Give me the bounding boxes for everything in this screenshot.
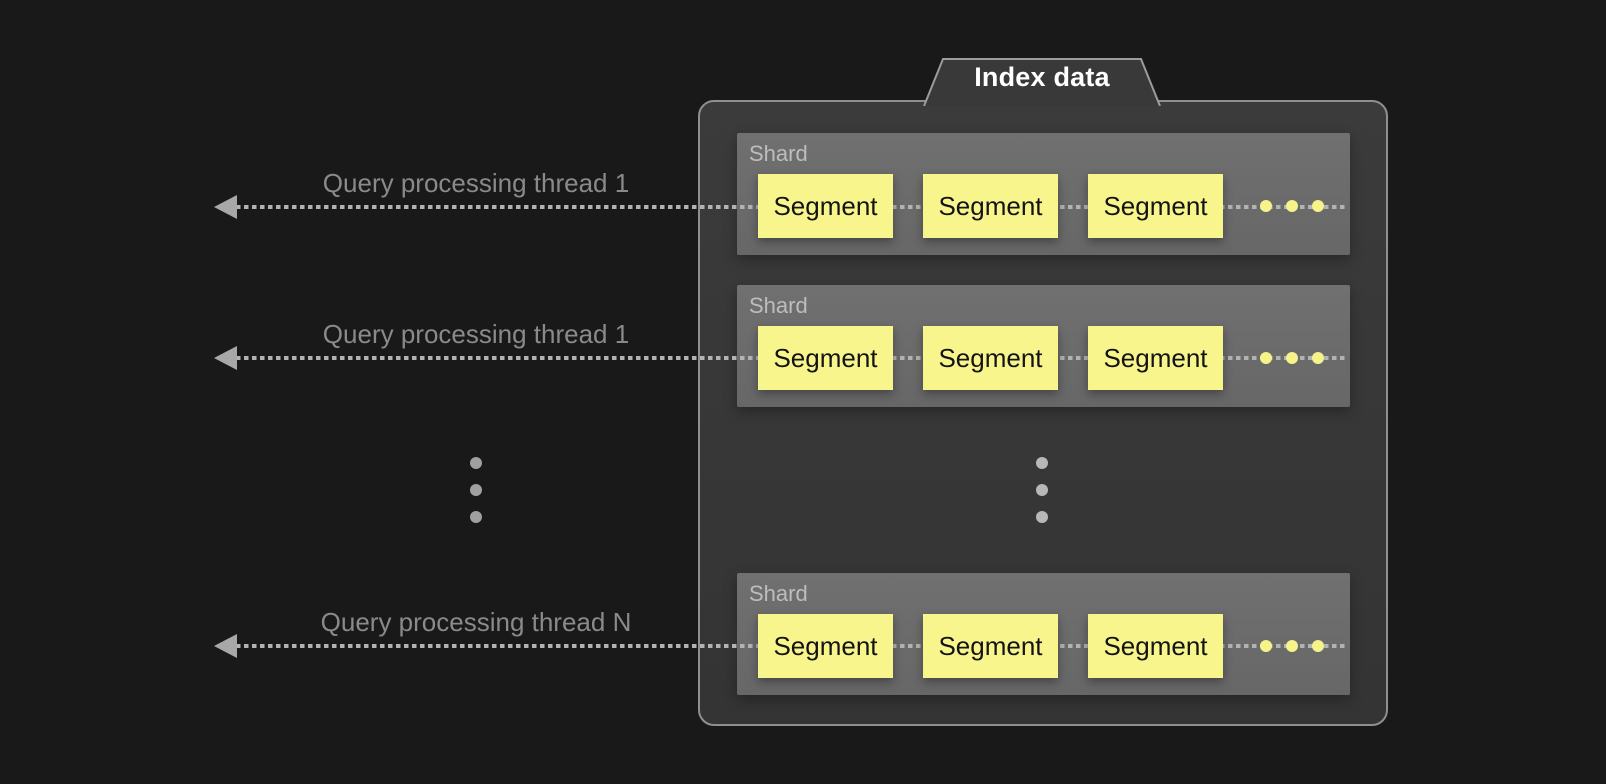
yellow-dot-icon bbox=[1260, 352, 1272, 364]
shard-label: Shard bbox=[749, 293, 808, 318]
segment-box: Segment bbox=[758, 174, 893, 238]
shard-row-1: Shard Segment Segment Segment bbox=[737, 133, 1350, 255]
segment-box: Segment bbox=[1088, 614, 1223, 678]
yellow-dot-icon bbox=[1286, 352, 1298, 364]
yellow-dot-icon bbox=[1286, 200, 1298, 212]
shard-row-3: Shard Segment Segment Segment bbox=[737, 573, 1350, 695]
yellow-dot-icon bbox=[1260, 640, 1272, 652]
yellow-dot-icon bbox=[1260, 200, 1272, 212]
index-data-title: Index data bbox=[974, 62, 1110, 92]
yellow-dot-icon bbox=[1312, 640, 1324, 652]
yellow-dot-icon bbox=[1286, 640, 1298, 652]
segment-box: Segment bbox=[758, 326, 893, 390]
yellow-dot-icon bbox=[1312, 352, 1324, 364]
gray-dot-icon bbox=[1036, 511, 1048, 523]
gray-dot-icon bbox=[1036, 484, 1048, 496]
index-data-tab bbox=[923, 58, 1161, 106]
segment-box: Segment bbox=[923, 614, 1058, 678]
gray-dot-icon bbox=[470, 511, 482, 523]
thread-label: Query processing thread 1 bbox=[322, 319, 630, 349]
left-arrowhead-icon bbox=[214, 346, 237, 370]
shard-label: Shard bbox=[749, 141, 808, 166]
segment-box: Segment bbox=[1088, 174, 1223, 238]
segment-box: Segment bbox=[758, 614, 893, 678]
segment-box: Segment bbox=[1088, 326, 1223, 390]
shard-row-2: Shard Segment Segment Segment bbox=[737, 285, 1350, 407]
thread-label: Query processing thread N bbox=[320, 607, 632, 637]
gray-dot-icon bbox=[470, 484, 482, 496]
left-arrowhead-icon bbox=[214, 634, 237, 658]
yellow-dot-icon bbox=[1312, 200, 1324, 212]
segment-box: Segment bbox=[923, 174, 1058, 238]
left-arrowhead-icon bbox=[214, 195, 237, 219]
gray-dot-icon bbox=[470, 457, 482, 469]
gray-dot-icon bbox=[1036, 457, 1048, 469]
shard-label: Shard bbox=[749, 581, 808, 606]
thread-label: Query processing thread 1 bbox=[322, 168, 630, 198]
segment-box: Segment bbox=[923, 326, 1058, 390]
